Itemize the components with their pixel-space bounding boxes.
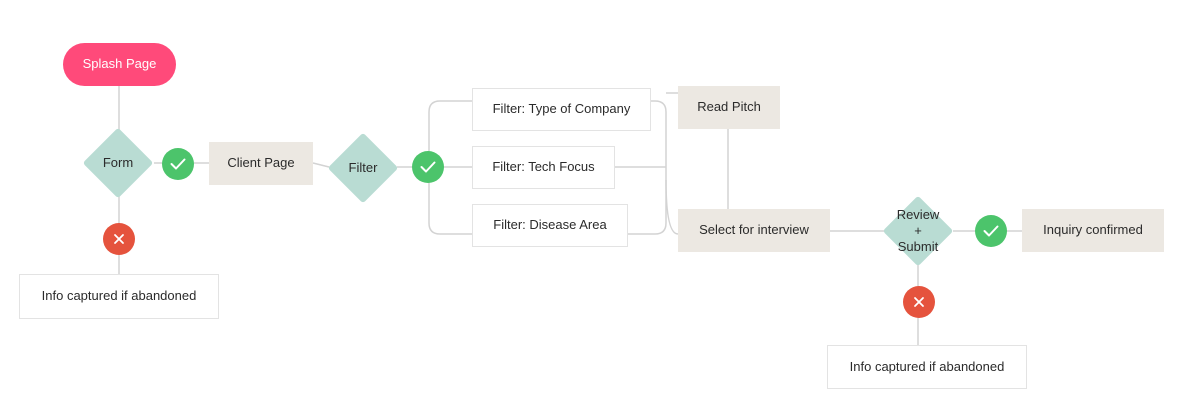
form-label: Form [102, 154, 134, 170]
read-pitch-node: Read Pitch [678, 86, 780, 129]
filter-type-of-company-label: Filter: Type of Company [492, 101, 631, 117]
filter-tech-focus-label: Filter: Tech Focus [492, 159, 595, 175]
review-submit-label: Review + Submit [896, 206, 940, 255]
form-decision: Form [82, 127, 154, 199]
check-icon [412, 151, 444, 183]
check-icon [162, 148, 194, 180]
client-page-node: Client Page [209, 142, 313, 185]
select-for-interview-label: Select for interview [699, 222, 809, 238]
filter-type-of-company-node: Filter: Type of Company [472, 88, 651, 131]
filter-decision: Filter [327, 132, 399, 204]
review-submit-decision: Review + Submit [882, 195, 954, 267]
inquiry-confirmed-label: Inquiry confirmed [1043, 222, 1143, 238]
read-pitch-label: Read Pitch [697, 99, 761, 115]
filter-label: Filter [348, 159, 378, 175]
x-icon [103, 223, 135, 255]
info-captured-if-abandoned-label: Info captured if abandoned [849, 358, 1005, 374]
check-icon [975, 215, 1007, 247]
info-captured-if-abandoned-node: Info captured if abandoned [827, 345, 1027, 389]
info-captured-if-abandoned-label: Info captured if abandoned [41, 288, 197, 304]
inquiry-confirmed-node: Inquiry confirmed [1022, 209, 1164, 252]
select-for-interview-node: Select for interview [678, 209, 830, 252]
filter-disease-area-node: Filter: Disease Area [472, 204, 628, 247]
splash-page-node: Splash Page [63, 43, 176, 86]
x-icon [903, 286, 935, 318]
filter-tech-focus-node: Filter: Tech Focus [472, 146, 615, 189]
splash-page-label: Splash Page [82, 56, 157, 72]
info-captured-if-abandoned-node: Info captured if abandoned [19, 274, 219, 319]
client-page-label: Client Page [227, 155, 295, 171]
filter-disease-area-label: Filter: Disease Area [493, 217, 607, 233]
